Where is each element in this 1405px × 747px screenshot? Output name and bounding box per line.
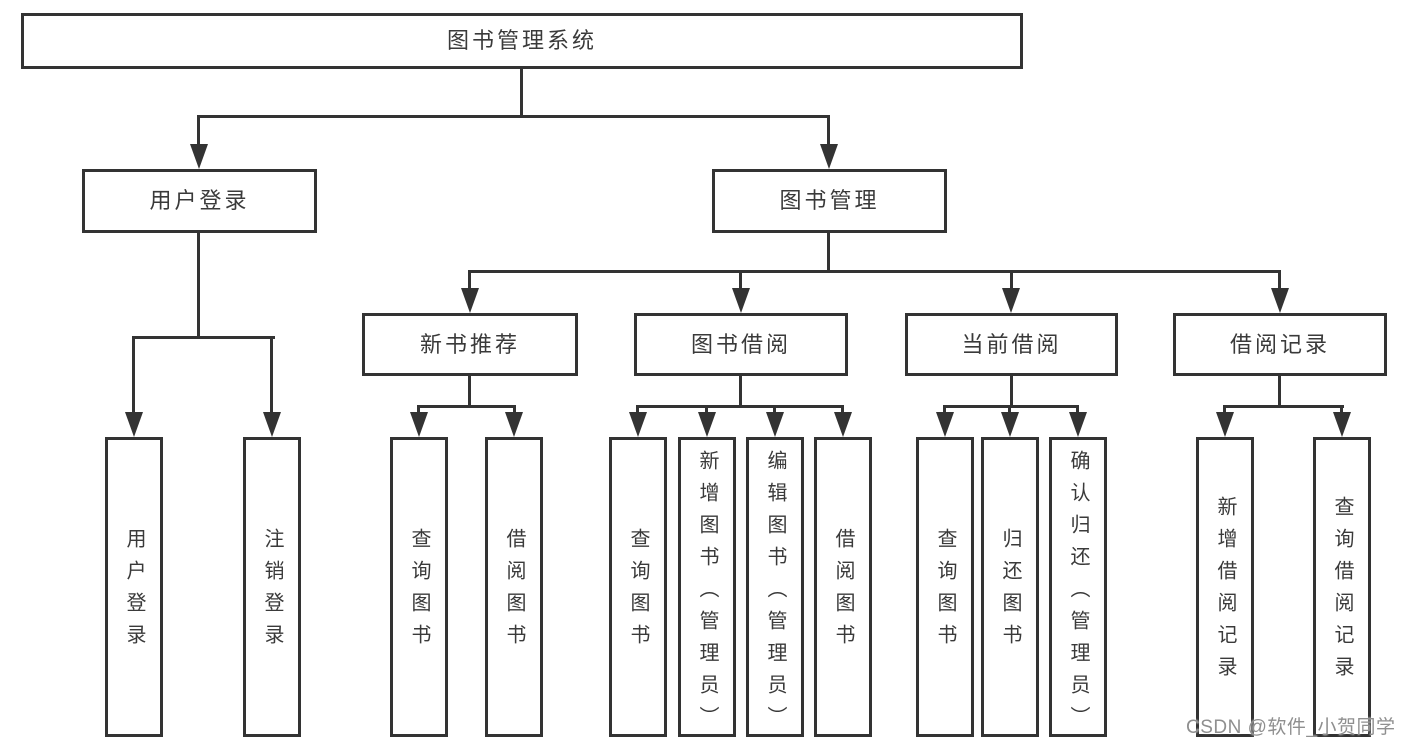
edge-user-login-down <box>197 231 200 338</box>
edge-stub-nb2 <box>513 405 516 414</box>
edge-new-book-down <box>468 373 471 408</box>
edge-borrow-record-down <box>1278 373 1281 408</box>
arrowhead-current-borrow <box>1002 288 1020 313</box>
leaf-borrow-borrow-book: 借阅图书 <box>814 437 872 737</box>
arrowhead-book-mgmt <box>820 144 838 169</box>
edge-root-down <box>520 68 523 117</box>
node-borrow-record: 借阅记录 <box>1173 313 1387 376</box>
edge-user-login-bus <box>133 336 275 339</box>
node-user-login: 用户登录 <box>82 169 317 233</box>
edge-to-current-borrow <box>1010 270 1013 290</box>
edge-stub-br2 <box>1340 405 1343 414</box>
edge-stub-bb3 <box>773 405 776 414</box>
edge-stub-cb3 <box>1076 405 1079 414</box>
arrowhead-cb-confirm <box>1069 412 1087 437</box>
arrowhead-book-borrow <box>732 288 750 313</box>
leaf-borrow-add-book-admin: 新增图书（管理员） <box>678 437 736 738</box>
arrowhead-nb-borrow <box>505 412 523 437</box>
edge-to-leaf-logout <box>270 336 273 416</box>
edge-borrow-record-bus <box>1223 405 1344 408</box>
edge-new-book-bus <box>417 405 516 408</box>
edge-level2-bus <box>197 115 830 118</box>
node-book-borrow: 图书借阅 <box>634 313 848 376</box>
edge-to-new-book <box>468 270 471 290</box>
arrowhead-bb-query <box>629 412 647 437</box>
edge-stub-bb4 <box>841 405 844 414</box>
edge-to-borrow-record <box>1278 270 1281 290</box>
csdn-watermark: CSDN @软件_小贺同学 <box>1186 717 1396 738</box>
edge-to-leaf-login <box>132 336 135 416</box>
arrowhead-bb-borrow <box>834 412 852 437</box>
node-current-borrow: 当前借阅 <box>905 313 1118 376</box>
arrowhead-leaf-login <box>125 412 143 437</box>
edge-stub-bb1 <box>636 405 639 414</box>
arrowhead-br-query <box>1333 412 1351 437</box>
node-new-book-recommend: 新书推荐 <box>362 313 578 376</box>
edge-stub-cb2 <box>1008 405 1011 414</box>
node-book-mgmt: 图书管理 <box>712 169 947 233</box>
leaf-newbook-borrow-book: 借阅图书 <box>485 437 543 737</box>
arrowhead-nb-query <box>410 412 428 437</box>
arrowhead-new-book <box>461 288 479 313</box>
edge-to-book-borrow <box>739 270 742 290</box>
edge-to-user-login <box>197 115 200 147</box>
leaf-newbook-query-book: 查询图书 <box>390 437 448 737</box>
leaf-logout: 注销登录 <box>243 437 301 737</box>
leaf-borrow-query-book: 查询图书 <box>609 437 667 737</box>
edge-book-mgmt-down <box>827 231 830 273</box>
arrowhead-br-add <box>1216 412 1234 437</box>
arrowhead-bb-add <box>698 412 716 437</box>
arrowhead-cb-return <box>1001 412 1019 437</box>
arrowhead-bb-edit <box>766 412 784 437</box>
edge-book-borrow-bus <box>636 405 844 408</box>
arrowhead-borrow-record <box>1271 288 1289 313</box>
edge-stub-br1 <box>1223 405 1226 414</box>
leaf-record-add-borrow-record: 新增借阅记录 <box>1196 437 1254 737</box>
arrowhead-cb-query <box>936 412 954 437</box>
arrowhead-user-login <box>190 144 208 169</box>
edge-current-borrow-bus <box>943 405 1079 408</box>
node-root-system: 图书管理系统 <box>21 13 1023 69</box>
edge-book-borrow-down <box>739 373 742 408</box>
leaf-borrow-edit-book-admin: 编辑图书（管理员） <box>746 437 804 738</box>
edge-level3-bus <box>468 270 1281 273</box>
edge-to-book-mgmt <box>827 115 830 147</box>
leaf-current-query-book: 查询图书 <box>916 437 974 737</box>
edge-stub-bb2 <box>705 405 708 414</box>
arrowhead-leaf-logout <box>263 412 281 437</box>
leaf-record-query-borrow-record: 查询借阅记录 <box>1313 437 1371 737</box>
leaf-user-login: 用户登录 <box>105 437 163 737</box>
leaf-current-return-book: 归还图书 <box>981 437 1039 737</box>
leaf-current-confirm-return-admin: 确认归还（管理员） <box>1049 437 1107 738</box>
edge-current-borrow-down <box>1010 373 1013 408</box>
edge-stub-cb1 <box>943 405 946 414</box>
edge-stub-nb1 <box>417 405 420 414</box>
